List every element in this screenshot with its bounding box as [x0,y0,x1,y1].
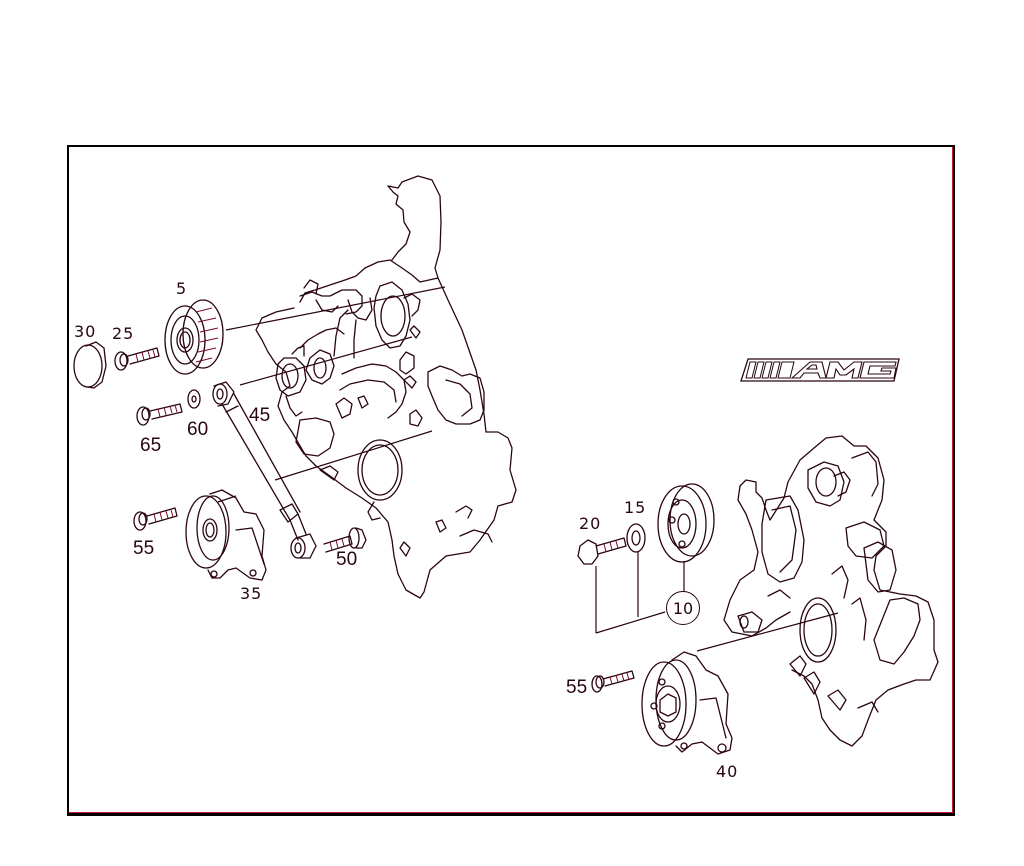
amg-logo [740,358,900,382]
callout-20[interactable]: 20 [579,514,602,533]
part-35-tensioner [185,489,267,581]
part-65-bolt [136,403,183,426]
callout-45[interactable]: 45 [249,405,271,426]
left-leader-lines [217,286,446,503]
part-45-damper [212,381,317,559]
callout-35[interactable]: 35 [240,584,263,603]
callout-5[interactable]: 5 [176,279,188,298]
part-15-washer [626,523,646,553]
callout-10-circled[interactable]: 10 [666,591,700,625]
part-5-idler-pulley [164,299,224,375]
callout-25[interactable]: 25 [112,324,135,343]
part-25-bolt [114,347,160,371]
callout-40[interactable]: 40 [716,762,739,781]
callout-30[interactable]: 30 [74,322,97,341]
right-leader-lines [595,552,839,652]
callout-55-right[interactable]: 55 [566,677,588,698]
drawing-frame [67,145,955,816]
part-55-bolt-right [591,670,635,693]
part-55-bolt-left [133,507,178,531]
part-30-cap [73,341,107,389]
part-20-bolt [577,537,627,565]
callout-50[interactable]: 50 [336,549,358,570]
part-50-bolt [323,527,367,553]
part-60-washer [187,389,201,409]
part-40-tensioner [641,651,733,755]
callout-60[interactable]: 60 [187,419,209,440]
part-10-pulley [657,483,715,563]
callout-15[interactable]: 15 [624,498,647,517]
callout-55-left[interactable]: 55 [133,538,155,559]
callout-65[interactable]: 65 [140,435,162,456]
left-engine-cover [255,175,517,599]
right-engine-cover [723,435,939,747]
